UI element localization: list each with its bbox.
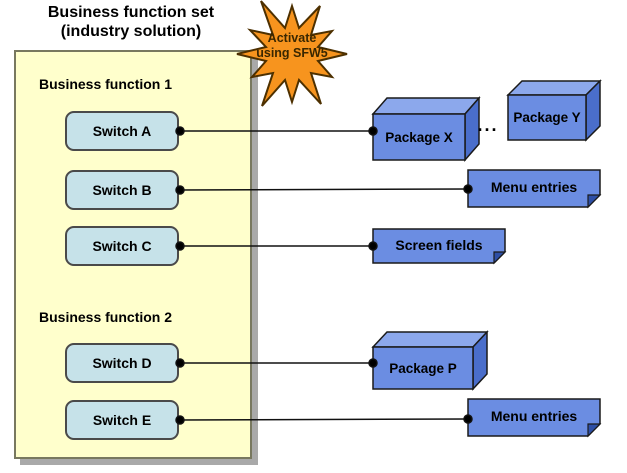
switch-e-label: Switch E xyxy=(92,412,152,428)
menu-entries-2-note xyxy=(467,398,602,438)
menu-entries-2-label: Menu entries xyxy=(490,408,578,424)
menu-entries-1-note xyxy=(467,169,602,209)
diagram-title-line2: (industry solution) xyxy=(60,23,202,40)
screen-fields-note xyxy=(372,228,507,265)
package-y-label: Package Y xyxy=(513,110,581,125)
switch-a-label: Switch A xyxy=(92,123,152,139)
switch-d: Switch D xyxy=(65,343,179,383)
package-p-label: Package P xyxy=(389,360,457,376)
switch-b-label: Switch B xyxy=(92,182,152,198)
burst-line1: Activate xyxy=(267,31,317,45)
package-x-box xyxy=(371,96,481,162)
switch-e: Switch E xyxy=(65,400,179,440)
screen-fields-label: Screen fields xyxy=(395,236,483,253)
activate-starburst-shape xyxy=(236,0,348,107)
menu-entries-1-label: Menu entries xyxy=(490,179,578,195)
activate-starburst-text: Activate using SFW5 xyxy=(238,31,346,61)
package-p-box xyxy=(371,330,489,391)
business-function-1-label: Business function 1 xyxy=(39,76,173,92)
burst-line2: using SFW5 xyxy=(256,46,328,60)
switch-a: Switch A xyxy=(65,111,179,151)
switch-b: Switch B xyxy=(65,170,179,210)
package-x-label: Package X xyxy=(385,129,453,145)
package-y-box xyxy=(506,79,602,142)
switch-c: Switch C xyxy=(65,226,179,266)
diagram-title-line1: Business function set xyxy=(47,4,215,21)
diagram-title: Business function set (industry solution… xyxy=(10,3,252,41)
switch-c-label: Switch C xyxy=(92,238,152,254)
business-function-2-label: Business function 2 xyxy=(39,309,173,325)
switch-d-label: Switch D xyxy=(92,355,152,371)
ellipsis-label: ... xyxy=(477,114,499,135)
